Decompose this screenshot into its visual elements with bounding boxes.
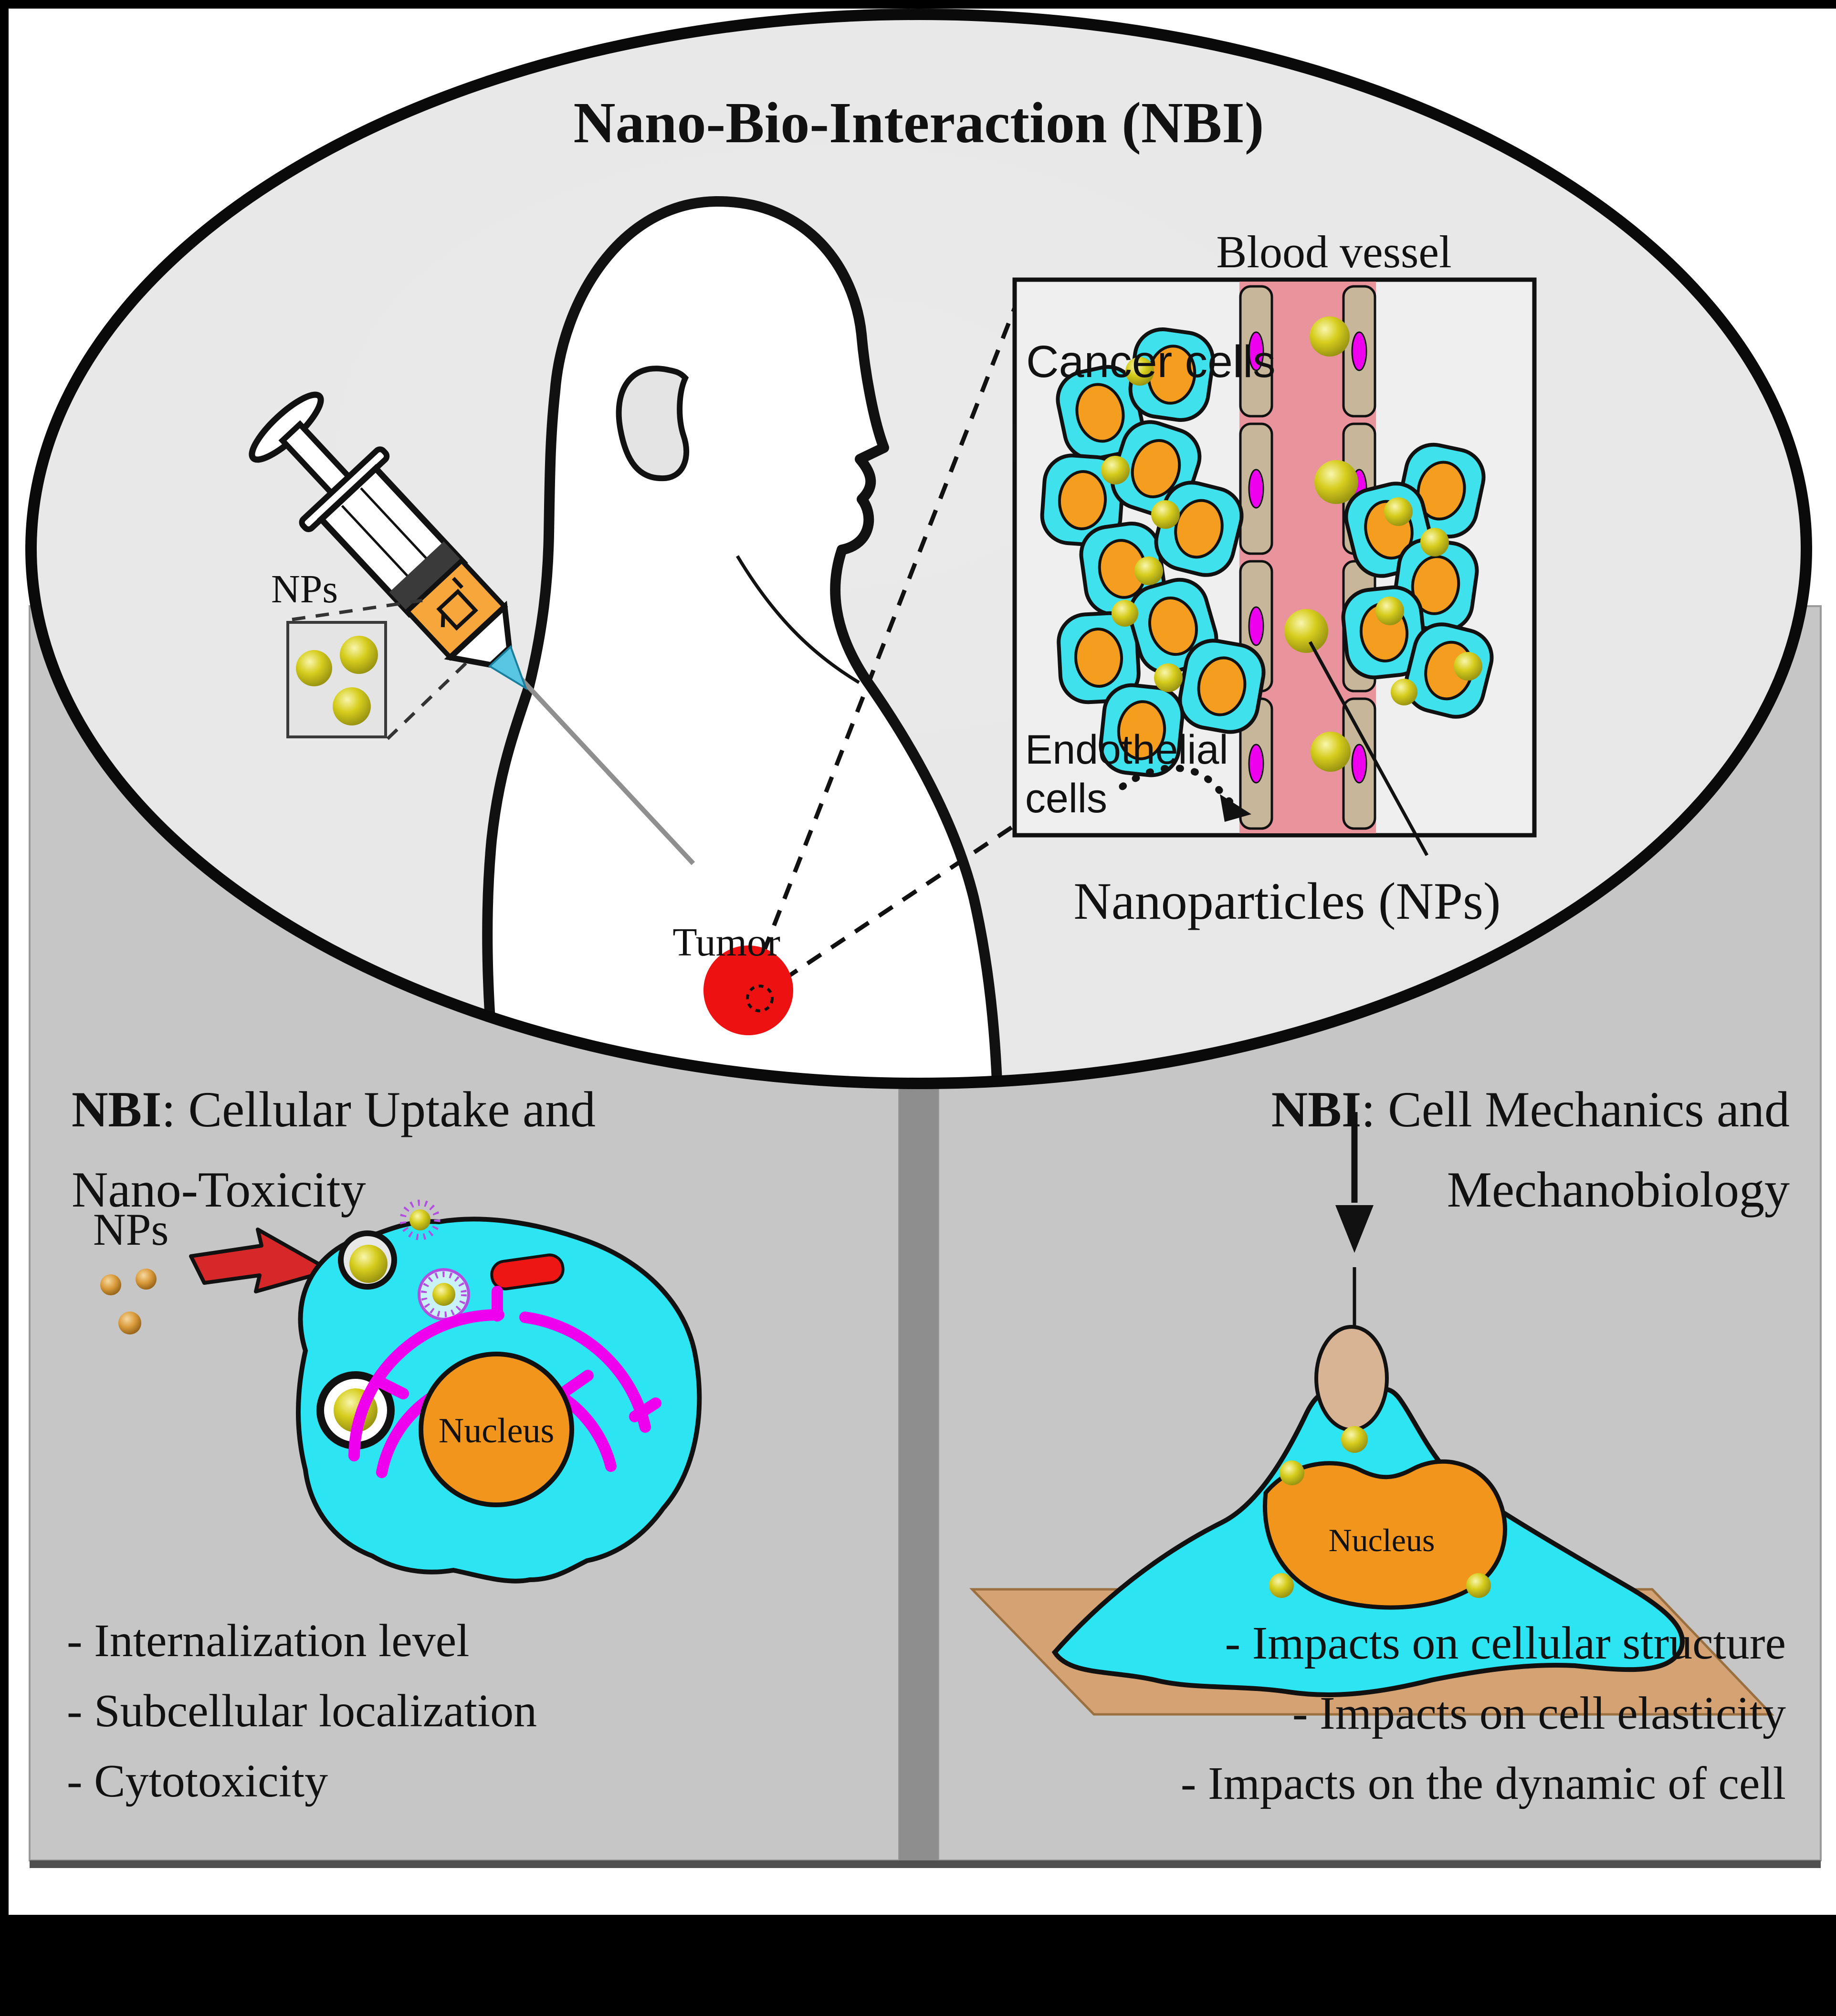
nanoparticle [1280, 1460, 1304, 1485]
left-bullet-2: - Subcellular localization [67, 1685, 537, 1737]
nanoparticle [1384, 497, 1413, 526]
figure-title: Nano-Bio-Interaction (NBI) [574, 91, 1264, 155]
nanoparticle [1341, 1426, 1368, 1453]
right-bullet-1: - Impacts on cellular structure [1225, 1617, 1786, 1669]
right-nucleus-label: Nucleus [1329, 1522, 1435, 1558]
nanoparticle [1375, 597, 1404, 625]
jaw-line [735, 555, 860, 684]
nanoparticle [1269, 1573, 1294, 1598]
coated-vesicle-spikes [399, 1199, 441, 1240]
left-nucleus-label: Nucleus [439, 1411, 555, 1450]
probe-sphere [1314, 1325, 1389, 1432]
blood-vessel-inset: Cancer cells Endothelial cells [1012, 277, 1537, 856]
nanoparticle [1314, 460, 1358, 504]
tumor-np-dashed-circle [746, 985, 774, 1012]
ear [616, 366, 690, 482]
nanoparticle [333, 687, 371, 725]
needle-hub [488, 645, 528, 691]
inset-link-lines [292, 598, 468, 740]
left-nps-label: NPs [93, 1204, 168, 1255]
left-bullet-1: - Internalization level [67, 1615, 469, 1667]
nanoparticle [1454, 652, 1482, 681]
spread-cell-nucleus [1263, 1459, 1507, 1610]
human-silhouette [482, 196, 1003, 1083]
needle [512, 670, 695, 865]
syringe-illustration [249, 391, 695, 865]
probe-force-arrowhead [1335, 1205, 1374, 1253]
right-panel-title-line1: NBI: Cell Mechanics and [1271, 1082, 1790, 1137]
nanoparticle [432, 1283, 455, 1306]
zoom-cone-lines [761, 304, 1018, 981]
left-panel: NBI: Cellular Uptake and Nano-Toxicity N… [67, 1082, 702, 1807]
tumor-marker [703, 945, 793, 1035]
nanoparticle [296, 650, 332, 686]
nanoparticle [1112, 600, 1138, 627]
nanoparticle [1151, 500, 1180, 529]
nanoparticle [1466, 1573, 1491, 1598]
panel-bottom-shadow [30, 1860, 1821, 1868]
nanoparticle [136, 1269, 157, 1290]
nanoparticle [1420, 528, 1449, 556]
nbi-ellipse-border [25, 9, 1812, 1089]
nanoparticle [340, 636, 378, 674]
left-panel-title-line1: NBI: Cellular Uptake and [72, 1082, 596, 1137]
right-bullet-3: - Impacts on the dynamic of cell [1181, 1758, 1786, 1809]
endothelial-label-line1: Endothelial [1025, 727, 1228, 773]
right-panel: NBI: Cell Mechanics and Mechanobiology N… [969, 1082, 1790, 1809]
nanoparticle [1154, 663, 1183, 692]
nanoparticle [1134, 556, 1163, 585]
np-inset-label: NPs [271, 567, 338, 611]
nanoparticle [1284, 609, 1328, 653]
left-panel-title-line2: Nano-Toxicity [72, 1162, 366, 1218]
nanoparticle [1310, 316, 1350, 357]
np-leader-line [1308, 641, 1429, 856]
blood-vessel-label: Blood vessel [1216, 226, 1451, 277]
nanoparticle [349, 1245, 388, 1283]
nanoparticle [1391, 679, 1417, 705]
plunger-stopper [389, 541, 463, 613]
endoplasmic-reticulum [348, 1286, 661, 1478]
nanoparticle [118, 1312, 141, 1334]
tumor-label: Tumor [672, 920, 780, 965]
cancer-cells-label: Cancer cells [1026, 336, 1276, 387]
uptake-arrow [189, 1228, 332, 1293]
endothelial-label-line2: cells [1025, 776, 1107, 821]
nanoparticle [1125, 357, 1154, 386]
coated-vesicle-spikes [421, 1271, 467, 1317]
np-liquid-glyph [436, 588, 478, 631]
nanoparticle [1311, 732, 1351, 772]
nanoparticle [409, 1209, 430, 1230]
nanoparticle [100, 1274, 121, 1295]
left-bullet-3: - Cytotoxicity [67, 1755, 328, 1807]
right-panel-title-line2: Mechanobiology [1447, 1162, 1790, 1218]
mitochondrion [490, 1253, 565, 1291]
cell-nucleus [419, 1352, 574, 1507]
right-bullet-2: - Impacts on cell elasticity [1292, 1688, 1786, 1739]
endothelial-arrowhead [1220, 794, 1251, 822]
nanoparticles-label: Nanoparticles (NPs) [1073, 872, 1500, 930]
nanoparticle [1101, 456, 1130, 484]
